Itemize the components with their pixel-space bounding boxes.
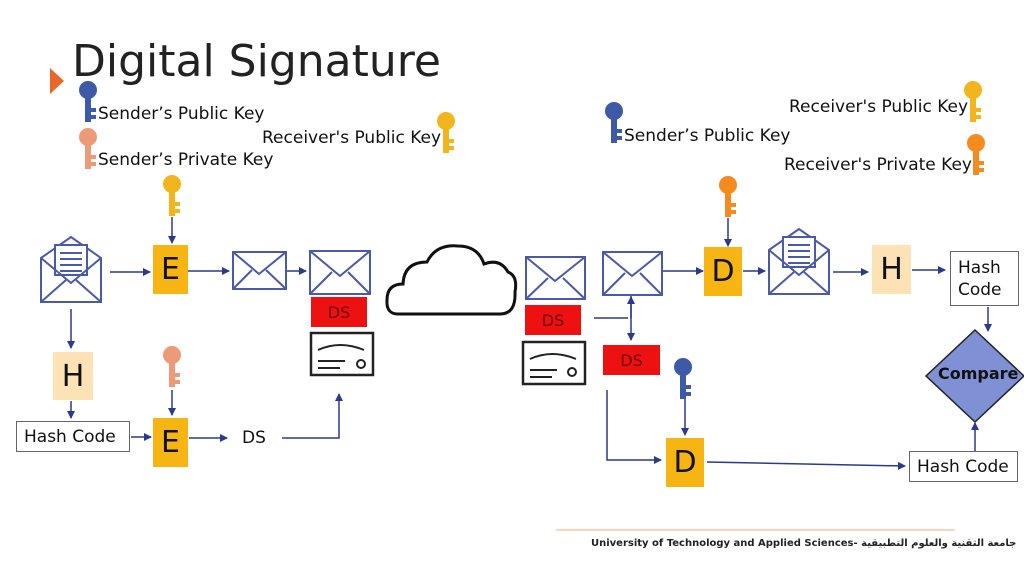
flow-arrows [67, 217, 992, 470]
legend-sender-public-key-right: Sender’s Public Key [624, 126, 791, 146]
page-title: Digital Signature [72, 36, 441, 87]
cloud-icon [385, 244, 518, 316]
signature-certificate-icon [309, 331, 375, 377]
sender-private-key-icon [79, 128, 97, 169]
hash-code-box-decrypted: Hash Code [909, 451, 1018, 482]
compare-label: Compare [938, 364, 1019, 383]
envelope-signed-icon [309, 250, 371, 295]
encrypt-hash-box: E [153, 418, 188, 467]
hash-function-box-receiver: H [872, 245, 911, 294]
hash-function-box: H [53, 352, 93, 400]
envelope-received-icon [525, 256, 586, 300]
institution-footer: University of Technology and Applied Sci… [591, 538, 1017, 549]
encrypt-hash-key-icon [163, 346, 181, 387]
hash-code-box-receiver: Hash Code [950, 251, 1019, 306]
encrypt-box: E [153, 245, 188, 294]
legend-receiver-private-key: Receiver's Private Key [784, 155, 972, 175]
open-envelope-icon [40, 235, 102, 303]
envelope-split-icon [602, 251, 663, 296]
sender-public-key-icon [79, 81, 97, 122]
sender-public-key-icon-right [605, 102, 623, 143]
legend-receiver-public-key: Receiver's Public Key [262, 128, 442, 148]
envelope-icon [232, 251, 287, 290]
open-envelope-received-icon [768, 227, 830, 295]
decrypt-ds-key-icon [674, 358, 692, 399]
decrypt-ds-box: D [666, 438, 704, 487]
hash-code-box: Hash Code [16, 421, 130, 452]
legend-sender-private-key: Sender’s Private Key [98, 150, 274, 170]
signature-certificate-received-icon [521, 340, 587, 386]
ds-label: DS [242, 428, 266, 448]
ds-badge: DS [311, 297, 367, 327]
title-bullet-icon [50, 68, 64, 94]
ds-badge-split: DS [603, 345, 660, 375]
decrypt-box: D [704, 247, 742, 296]
legend-receiver-public-key-right: Receiver's Public Key [789, 97, 969, 117]
ds-badge-received: DS [525, 305, 581, 335]
decrypt-key-icon [719, 176, 737, 217]
encrypt-key-icon [163, 175, 181, 216]
legend-sender-public-key: Sender’s Public Key [98, 104, 265, 124]
